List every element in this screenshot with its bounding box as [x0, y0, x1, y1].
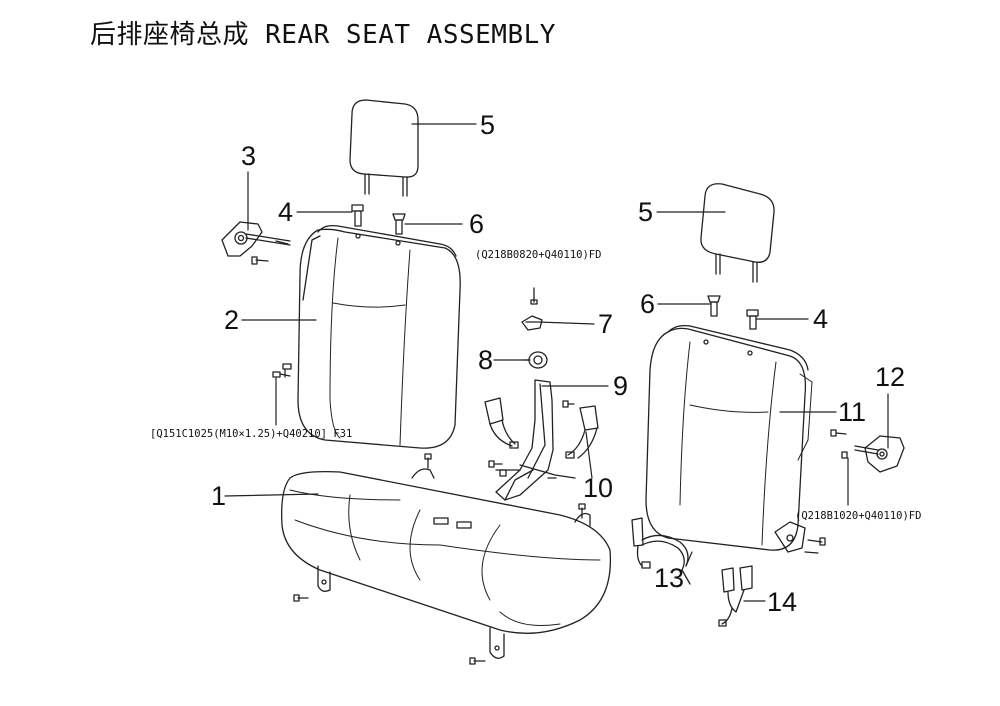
hinge-bracket-left — [221, 221, 291, 265]
callout-9: 9 — [613, 371, 629, 401]
hinge-bracket-right — [830, 429, 905, 473]
seatback-left — [297, 224, 461, 449]
callout-12: 12 — [875, 362, 906, 392]
buckle-screws — [488, 400, 575, 479]
bolt-code-center: (Q218B0820+Q40110)FD — [475, 249, 602, 261]
seat-cushion — [281, 453, 612, 665]
callout-3: 3 — [241, 141, 257, 171]
bolt-code-right: (Q218B1020+Q40110)FD — [795, 510, 922, 522]
headrest-guide-right — [746, 309, 759, 330]
callout-4-right: 4 — [813, 304, 829, 334]
belt-clip — [521, 315, 543, 331]
callout-14: 14 — [767, 587, 798, 617]
buckle-right — [565, 405, 599, 459]
headrest-guide-left — [351, 204, 364, 227]
callout-5-right: 5 — [638, 197, 654, 227]
callout-5-left: 5 — [480, 110, 496, 140]
callout-8: 8 — [478, 345, 494, 375]
buckle-bracket — [495, 379, 576, 501]
headrest-guide-lock-right — [707, 295, 721, 317]
seatback-right — [645, 324, 826, 554]
leader-lines — [224, 123, 889, 602]
callout-6-left: 6 — [469, 209, 485, 239]
bolt-left — [272, 363, 292, 378]
callout-11: 11 — [838, 397, 867, 427]
bolt-center — [530, 287, 538, 305]
belt-anchor-14 — [718, 565, 753, 627]
callout-13: 13 — [654, 563, 685, 593]
headrest-guide-lock-left — [392, 213, 406, 235]
callout-4-left: 4 — [278, 197, 294, 227]
bolt-code-left: [Q151C1025(M10×1.25)+Q40210] F31 — [150, 428, 353, 440]
belt-anchor-13 — [631, 517, 691, 585]
headrest-left — [349, 99, 419, 197]
page-title: 后排座椅总成 REAR SEAT ASSEMBLY — [90, 20, 556, 50]
belt-cover — [523, 351, 548, 369]
callout-10: 10 — [583, 473, 614, 503]
callout-1: 1 — [211, 481, 227, 511]
callout-6-right: 6 — [640, 289, 656, 319]
callout-2: 2 — [224, 305, 240, 335]
headrest-right — [700, 183, 775, 283]
callout-7: 7 — [598, 309, 614, 339]
buckle-left — [484, 397, 519, 449]
